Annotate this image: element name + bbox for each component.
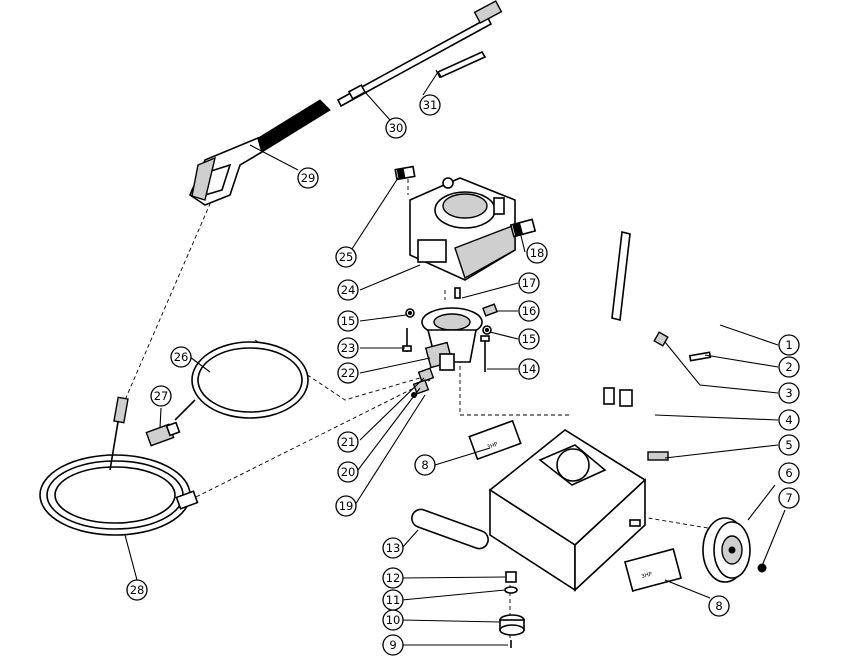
pump: [421, 307, 483, 371]
callout-label: 12: [386, 571, 401, 585]
callout-11: 11: [382, 589, 404, 611]
callout-label: 14: [522, 362, 537, 376]
callout-label: 22: [341, 366, 356, 380]
handle: [611, 201, 719, 356]
callout-label: 7: [785, 491, 792, 505]
callout-2: 2: [778, 356, 800, 378]
callout-12: 12: [382, 567, 404, 589]
callout-label: 16: [522, 304, 537, 318]
callout-14: 14: [518, 358, 540, 380]
frame: [488, 369, 669, 592]
callout-label: 10: [386, 613, 401, 627]
frame-decal-top: 3HP: [468, 419, 522, 461]
handle-fasteners: [653, 331, 712, 362]
callout-29: 29: [297, 167, 319, 189]
callout-8a: 8: [414, 454, 436, 476]
callout-label: 3: [785, 386, 792, 400]
callout-label: 13: [386, 541, 401, 555]
callout-5: 5: [778, 434, 800, 456]
callout-label: 15: [341, 314, 356, 328]
callout-label: 27: [154, 389, 169, 403]
high-pressure-hose: [39, 396, 199, 536]
callout-1: 1: [778, 334, 800, 356]
callout-28: 28: [126, 579, 148, 601]
callout-label: 28: [130, 583, 145, 597]
callout-label: 9: [389, 638, 396, 652]
callout-31: 31: [419, 94, 441, 116]
callout-label: 17: [522, 276, 537, 290]
callout-label: 25: [339, 250, 354, 264]
callout-21: 21: [337, 431, 359, 453]
callout-label: 2: [785, 360, 792, 374]
callout-label: 18: [530, 246, 545, 260]
spray-wand: [336, 0, 503, 108]
callout-label: 15: [522, 332, 537, 346]
callout-17: 17: [518, 272, 540, 294]
handle-decal: [411, 508, 489, 550]
callout-label: 1: [785, 338, 792, 352]
callout-6: 6: [778, 462, 800, 484]
fasteners-engine: [402, 303, 498, 372]
engine-decals: [394, 165, 537, 238]
callout-7: 7: [778, 487, 800, 509]
callout-4: 4: [778, 409, 800, 431]
hub-cap: [757, 563, 767, 573]
callout-30: 30: [385, 117, 407, 139]
callout-label: 23: [341, 341, 356, 355]
callout-19: 19: [335, 495, 357, 517]
callout-23: 23: [337, 337, 359, 359]
callout-label: 5: [785, 438, 792, 452]
callout-label: 19: [339, 499, 354, 513]
callout-label: 29: [301, 171, 316, 185]
callout-label: 24: [341, 283, 356, 297]
callout-label: 26: [174, 350, 189, 364]
callout-9: 9: [382, 634, 404, 656]
callout-25: 25: [335, 246, 357, 268]
callout-label: 30: [389, 121, 404, 135]
callout-24: 24: [337, 279, 359, 301]
callout-26: 26: [170, 346, 192, 368]
leader-lines: [124, 71, 786, 646]
spray-gun: [189, 99, 331, 206]
callout-22: 22: [337, 362, 359, 384]
callout-18: 18: [526, 242, 548, 264]
nozzle: [435, 50, 487, 79]
callout-10: 10: [382, 609, 404, 631]
frame-decal-text: 3HP: [486, 441, 499, 451]
callout-15a: 15: [337, 310, 359, 332]
callout-20: 20: [337, 461, 359, 483]
callout-label: 8: [421, 458, 428, 472]
frame-decal-side: 3HP: [623, 548, 683, 592]
foot-assembly: [499, 571, 525, 648]
callout-label: 4: [785, 413, 792, 427]
callout-13: 13: [382, 537, 404, 559]
garden-hose: [174, 341, 309, 421]
side-decal-text: 3HP: [641, 571, 654, 580]
pump-fittings: [411, 367, 435, 398]
wheel: [702, 517, 751, 583]
engine: [409, 177, 516, 281]
callout-8b: 8: [708, 595, 730, 617]
callout-label: 11: [386, 593, 401, 607]
callout-label: 6: [785, 466, 792, 480]
callout-label: 8: [715, 599, 722, 613]
callout-label: 21: [341, 435, 356, 449]
callout-16: 16: [518, 300, 540, 322]
callout-label: 31: [423, 98, 438, 112]
callout-3: 3: [778, 382, 800, 404]
callout-15b: 15: [518, 328, 540, 350]
callout-label: 20: [341, 465, 356, 479]
callout-27: 27: [150, 385, 172, 407]
inlet-adapter: [145, 421, 181, 447]
engine-key: [454, 287, 461, 299]
